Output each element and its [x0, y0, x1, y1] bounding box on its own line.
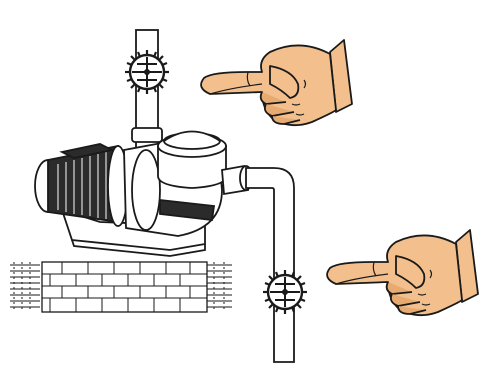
- lower-pointing-hand-icon: [327, 230, 478, 315]
- lower-valve-wheel[interactable]: [263, 270, 307, 314]
- upper-pointing-hand-icon: [201, 40, 352, 125]
- upper-valve-wheel[interactable]: [125, 50, 169, 94]
- outlet-pipe: [246, 168, 294, 362]
- brick-wall: [42, 262, 207, 312]
- wall-left-hatching: [10, 262, 40, 312]
- pool-pump: [35, 128, 252, 256]
- wall-right-hatching: [207, 262, 232, 312]
